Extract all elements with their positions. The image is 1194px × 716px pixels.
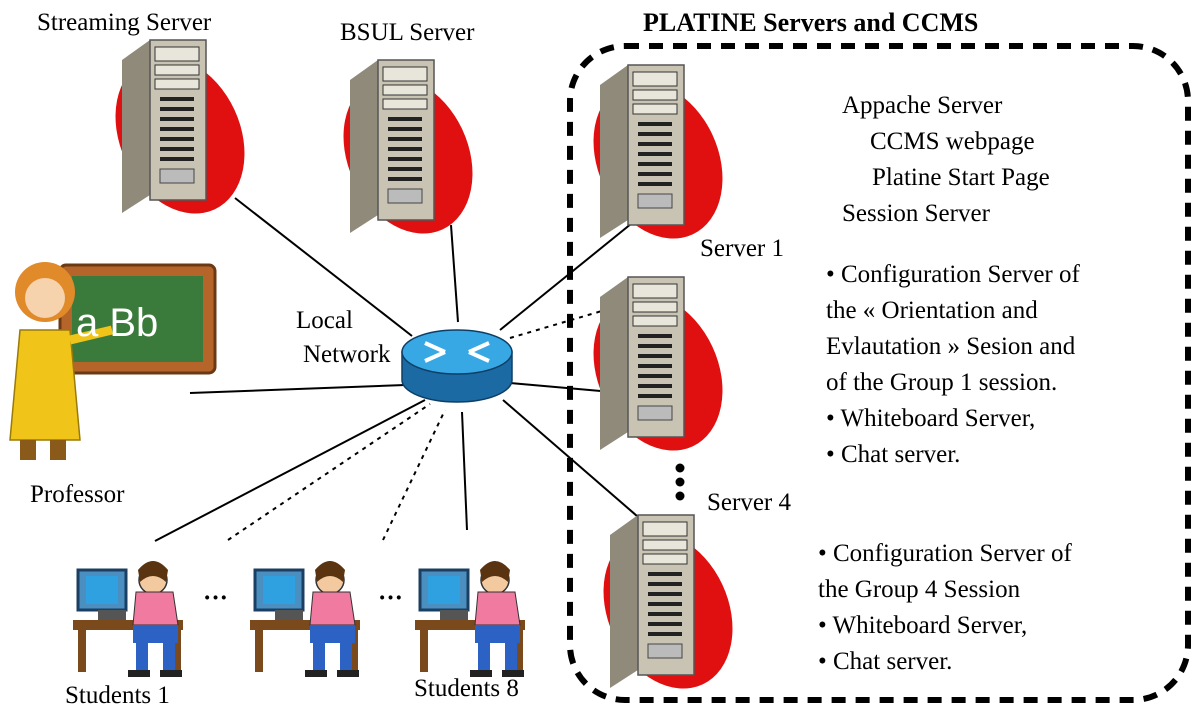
platine-group-boundary [567, 43, 1191, 703]
server-ellipsis-dots [675, 463, 685, 501]
bsul-server-icon [318, 54, 498, 256]
server1-service-ccms: CCMS webpage [870, 128, 1035, 155]
server1-bullet-2: the « Orientation and [826, 297, 1038, 324]
bsul-server-label: BSUL Server [340, 19, 475, 46]
server1-bullet-3: Evlautation » Sesion and [826, 333, 1076, 360]
server1-bullet-4: of the Group 1 session. [826, 369, 1058, 396]
server1-bullets: • Configuration Server of the « Orientat… [826, 257, 1080, 473]
professor-icon [9, 262, 217, 460]
students-ellipsis-2: ··· [378, 585, 404, 612]
student2-icon [248, 559, 362, 679]
link-server4 [502, 399, 638, 517]
server2-icon [568, 271, 748, 473]
link-professor [189, 384, 406, 394]
server4-bullet-4: • Chat server. [818, 648, 953, 675]
server4-bullets: • Configuration Server of the Group 4 Se… [818, 536, 1072, 680]
server4-bullet-1: • Configuration Server of [818, 540, 1072, 567]
local-network-label-2: Network [303, 341, 391, 368]
local-network-label-1: Local [296, 307, 353, 334]
link-student1 [154, 399, 426, 542]
chalkboard-text: a Bb [76, 301, 159, 345]
streaming-server-label: Streaming Server [37, 9, 212, 36]
link-student-dashed-1 [227, 403, 431, 541]
link-bsul [450, 224, 459, 323]
server4-label: Server 4 [707, 489, 791, 516]
link-server1 [499, 214, 643, 331]
link-streaming [234, 197, 413, 337]
server1-label: Server 1 [700, 235, 784, 262]
link-student8 [461, 411, 468, 531]
link-student-dashed-2 [382, 409, 446, 541]
professor-label: Professor [30, 481, 125, 508]
server4-bullet-3: • Whiteboard Server, [818, 612, 1028, 639]
platine-group-title: PLATINE Servers and CCMS [643, 8, 979, 37]
server1-service-session: Session Server [842, 200, 990, 227]
server1-bullet-5: • Whiteboard Server, [826, 405, 1036, 432]
server1-bullet-1: • Configuration Server of [826, 261, 1080, 288]
server4-bullet-2: the Group 4 Session [818, 576, 1021, 603]
server1-icon [568, 59, 748, 261]
student8-icon [413, 559, 527, 679]
server4-icon [578, 509, 758, 711]
students8-label: Students 8 [414, 675, 519, 702]
server1-service-apache: Appache Server [842, 92, 1003, 119]
students-ellipsis-1: ··· [203, 585, 229, 612]
server1-bullet-6: • Chat server. [826, 441, 961, 468]
server1-services: Appache Server CCMS webpage Platine Star… [842, 88, 1050, 232]
server1-service-platine: Platine Start Page [872, 164, 1050, 191]
students1-label: Students 1 [65, 682, 170, 709]
link-server2 [509, 382, 613, 393]
router-icon [401, 329, 513, 403]
student1-icon [71, 559, 185, 679]
